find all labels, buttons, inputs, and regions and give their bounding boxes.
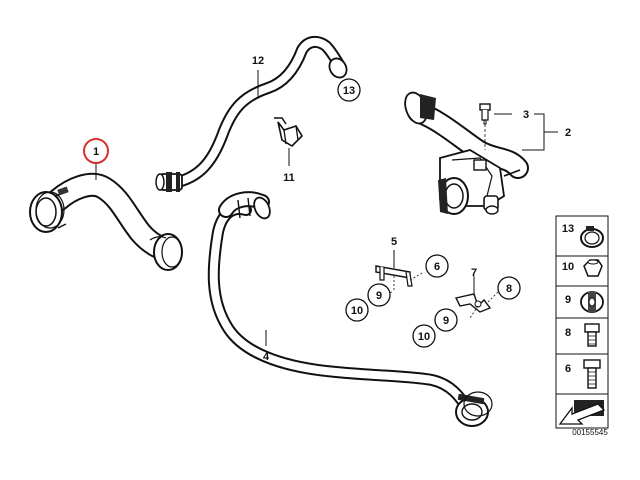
callout-6-label: 6 [434, 261, 440, 273]
callout-7[interactable]: 7 [471, 267, 477, 296]
hose-1-right-end [149, 233, 183, 271]
legend-item-9-label: 9 [565, 294, 571, 306]
callout-10-lower-label: 10 [418, 331, 430, 343]
callout-11-label: 11 [283, 172, 295, 184]
hose-part-12 [155, 35, 348, 192]
callout-9-lower-label: 9 [443, 315, 449, 327]
callout-12[interactable]: 12 [252, 55, 264, 98]
callout-11[interactable]: 11 [283, 148, 295, 184]
callout-3-label: 3 [523, 109, 529, 121]
bracket-part-5 [375, 265, 425, 290]
callout-5-label: 5 [391, 236, 397, 248]
clip-part-11 [274, 117, 304, 148]
legend-item-6[interactable]: 6 [565, 359, 601, 389]
document-number: 00155545 [572, 428, 608, 437]
hose-4-upper-elbow [218, 191, 271, 220]
legend-item-10[interactable]: 10 [562, 259, 603, 277]
legend-item-6-label: 6 [565, 363, 571, 375]
grommet-icon [580, 291, 604, 313]
hose-part-4 [207, 191, 493, 427]
hose-4-lower-end [455, 391, 493, 427]
callout-1-label: 1 [93, 146, 99, 158]
callout-5[interactable]: 5 [391, 236, 397, 268]
callout-9-upper-label: 9 [376, 290, 382, 302]
callout-7-label: 7 [471, 267, 477, 279]
screw-part-3 [479, 103, 491, 150]
legend-item-13-label: 13 [562, 223, 574, 235]
arrow-symbol-icon [558, 400, 606, 425]
callout-10-lower[interactable]: 10 [412, 324, 436, 348]
callout-13[interactable]: 13 [337, 78, 361, 102]
callout-9-upper[interactable]: 9 [367, 283, 393, 307]
screw-icon [583, 359, 601, 389]
legend-item-9[interactable]: 9 [565, 291, 604, 313]
callout-1[interactable]: 1 [83, 138, 109, 180]
callout-8-label: 8 [506, 283, 512, 295]
legend-item-13[interactable]: 13 [562, 223, 604, 248]
hose-part-1 [29, 172, 183, 271]
callout-3[interactable]: 3 [494, 109, 529, 121]
callout-4[interactable]: 4 [263, 330, 270, 363]
thermostat-assembly-part-2 [404, 91, 529, 215]
hose-12-left-fitting [155, 172, 183, 192]
legend-item-8[interactable]: 8 [565, 323, 600, 347]
nut-icon [583, 259, 603, 277]
callout-10-upper-label: 10 [351, 305, 363, 317]
callout-2[interactable]: 2 [522, 113, 571, 151]
hose-clamp-icon [580, 226, 604, 248]
legend-item-8-label: 8 [565, 327, 571, 339]
callout-10-upper[interactable]: 10 [345, 298, 369, 322]
callout-13-label: 13 [343, 85, 355, 97]
hose-1-left-end [29, 186, 69, 233]
callout-12-label: 12 [252, 55, 264, 67]
callout-9-lower[interactable]: 9 [434, 308, 458, 332]
callout-6[interactable]: 6 [425, 254, 449, 278]
callout-2-label: 2 [565, 127, 571, 139]
callout-8[interactable]: 8 [497, 276, 521, 300]
legend-item-10-label: 10 [562, 261, 574, 273]
callout-4-label: 4 [263, 351, 270, 363]
bolt-icon [584, 323, 600, 347]
legend-panel: 13 10 9 8 [555, 215, 609, 429]
bracket-part-7 [454, 289, 501, 319]
